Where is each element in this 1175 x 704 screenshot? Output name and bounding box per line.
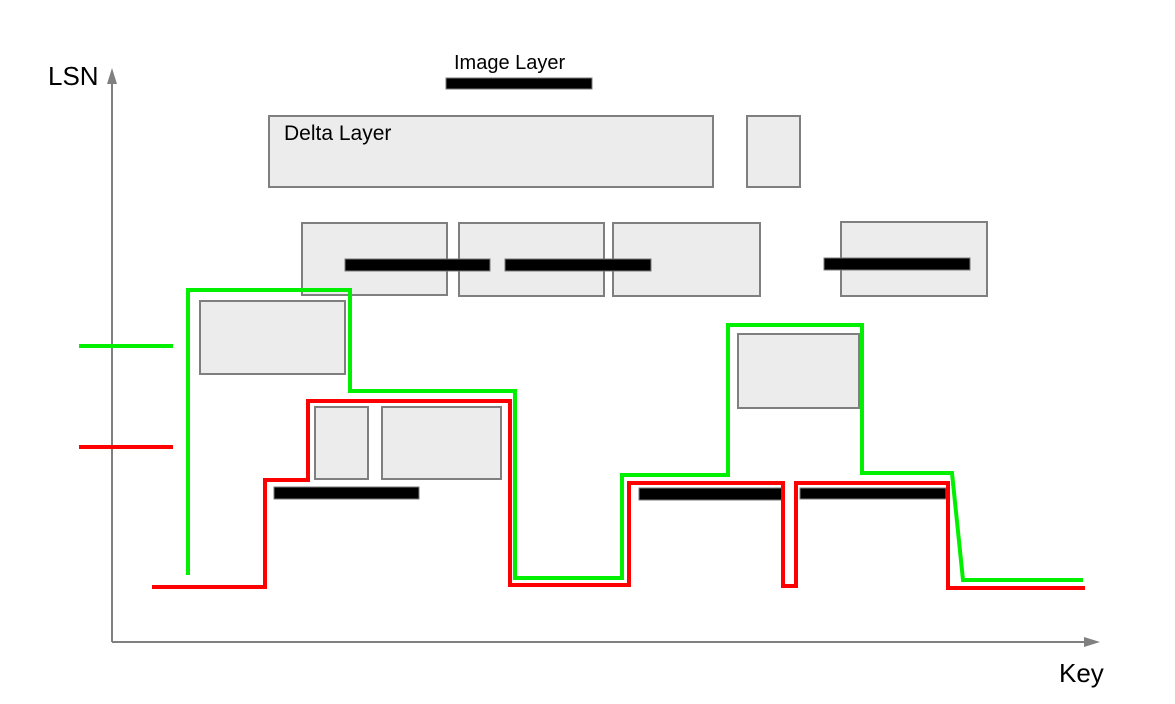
delta-layer-rect-small-pair-a: [314, 406, 369, 480]
image-layer-bar-bottom-3: [799, 487, 947, 500]
x-axis-label: Key: [1059, 658, 1104, 688]
image-layer-legend-bar: [445, 77, 593, 90]
delta-layer-rect-left: [199, 300, 346, 375]
delta-layer-rect-small-pair-b: [381, 406, 502, 480]
red-lsn-step-line: [152, 399, 1085, 590]
delta-layer-rect-elevated: [737, 333, 860, 409]
image-layer-bar-bottom-1: [273, 486, 420, 500]
x-axis-arrowhead: [1084, 637, 1100, 647]
image-layer-bar-mid-c: [823, 257, 971, 271]
y-axis-label: LSN: [48, 61, 99, 91]
delta-layer-rect-top-wide: [268, 115, 714, 188]
image-layer-bar-mid-a: [344, 258, 491, 272]
image-layer-bar-mid-b: [504, 258, 652, 272]
delta-layer-rect-top-small: [746, 115, 801, 188]
image-layer-legend-label: Image Layer: [454, 52, 566, 74]
delta-layer-label: Delta Layer: [284, 122, 392, 145]
green-lsn-step-line: [186, 288, 1083, 582]
y-axis-arrowhead: [107, 68, 117, 84]
image-layer-bar-bottom-2: [638, 487, 783, 501]
